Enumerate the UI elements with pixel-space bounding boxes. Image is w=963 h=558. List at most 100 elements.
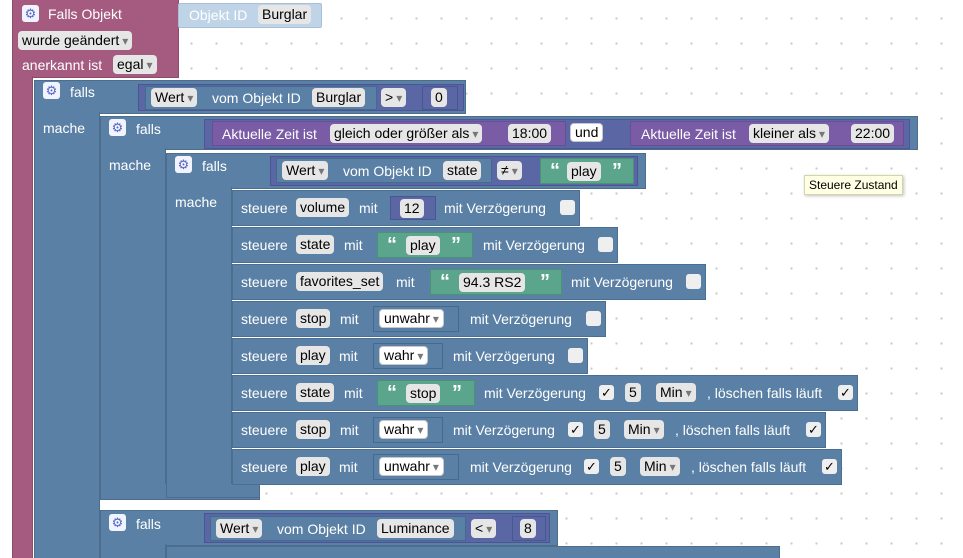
number-field[interactable]: 0 xyxy=(431,88,447,107)
value-dropdown[interactable]: Wert xyxy=(282,161,329,180)
delay-label: mit Verzögerung xyxy=(483,237,585,253)
ack-dropdown[interactable]: egal xyxy=(113,55,157,74)
close-quote-icon: ” xyxy=(612,160,622,182)
event-block-body-strip[interactable] xyxy=(12,76,33,558)
delay-label: mit Verzögerung xyxy=(484,385,586,401)
time-operator-dropdown-1[interactable]: gleich oder größer als xyxy=(330,124,483,143)
object-field[interactable]: stop xyxy=(296,420,331,439)
mit-label: mit xyxy=(344,237,363,253)
object-field[interactable]: play xyxy=(296,457,330,476)
text-field[interactable]: stop xyxy=(406,384,441,403)
time-value-field-2[interactable]: 22:00 xyxy=(851,124,895,143)
if-block-luminance-spine[interactable] xyxy=(100,544,166,558)
object-field[interactable]: state xyxy=(296,235,335,254)
operator-dropdown[interactable]: ≠ xyxy=(497,161,522,180)
gear-icon[interactable]: ⚙ xyxy=(43,82,60,99)
object-field[interactable]: state xyxy=(296,383,335,402)
object-field-state[interactable]: state xyxy=(443,161,482,180)
mit-label: mit xyxy=(339,459,358,475)
boolean-dropdown[interactable]: unwahr xyxy=(379,457,444,476)
delay-value-field[interactable]: 5 xyxy=(625,383,641,402)
partial-block-below[interactable] xyxy=(166,546,780,558)
time-value-field-1[interactable]: 18:00 xyxy=(508,124,552,143)
text-field[interactable]: play xyxy=(406,236,440,255)
mit-label: mit xyxy=(396,274,415,290)
object-id-field[interactable]: Burglar xyxy=(258,5,312,24)
text-field[interactable]: play xyxy=(567,162,601,181)
mit-label: mit xyxy=(359,200,378,216)
gear-icon[interactable]: ⚙ xyxy=(109,514,126,531)
clear-checkbox[interactable]: ✓ xyxy=(838,385,853,400)
mache-label: mache xyxy=(109,157,152,173)
object-field[interactable]: favorites_set xyxy=(296,272,384,291)
delay-checkbox[interactable]: ✓ xyxy=(584,459,599,474)
control-block-state-stop[interactable] xyxy=(232,375,858,411)
delay-value-field[interactable]: 5 xyxy=(594,420,610,439)
object-id-label: Objekt ID xyxy=(189,7,248,23)
steuere-label: steuere xyxy=(241,311,288,327)
condition-dropdown[interactable]: wurde geändert xyxy=(18,31,133,50)
delay-unit-dropdown[interactable]: Min xyxy=(640,457,680,476)
steuere-label: steuere xyxy=(241,200,288,216)
delay-value-field[interactable]: 5 xyxy=(610,457,626,476)
if-block-state-spine[interactable] xyxy=(166,187,232,497)
delay-label: mit Verzögerung xyxy=(444,200,546,216)
delay-checkbox[interactable] xyxy=(560,200,575,215)
delay-label: mit Verzögerung xyxy=(453,348,555,364)
operator-dropdown[interactable]: < xyxy=(471,519,497,538)
operator-dropdown[interactable]: > xyxy=(381,88,407,107)
mache-label: mache xyxy=(175,194,218,210)
from-object-label: vom Objekt ID xyxy=(212,90,301,106)
delay-checkbox[interactable] xyxy=(598,237,613,252)
mache-label: mache xyxy=(43,120,86,136)
object-field[interactable]: volume xyxy=(296,198,350,217)
delay-checkbox[interactable] xyxy=(586,311,601,326)
control-block-stop-delayed[interactable] xyxy=(232,412,826,448)
boolean-dropdown[interactable]: wahr xyxy=(379,420,429,439)
clear-checkbox[interactable]: ✓ xyxy=(822,459,837,474)
delay-label: mit Verzögerung xyxy=(453,422,555,438)
falls-label: falls xyxy=(136,121,161,137)
object-field-luminance[interactable]: Luminance xyxy=(377,519,454,538)
value-dropdown[interactable]: Wert xyxy=(216,519,263,538)
close-quote-icon: ” xyxy=(540,271,550,293)
number-field[interactable]: 12 xyxy=(400,199,424,218)
delay-checkbox[interactable] xyxy=(568,348,583,363)
clear-checkbox[interactable]: ✓ xyxy=(806,422,821,437)
number-field[interactable]: 8 xyxy=(520,519,536,538)
mit-label: mit xyxy=(339,348,358,364)
boolean-dropdown[interactable]: wahr xyxy=(379,346,429,365)
delay-checkbox[interactable] xyxy=(686,274,701,289)
delay-checkbox[interactable]: ✓ xyxy=(599,385,614,400)
falls-label: falls xyxy=(136,516,161,532)
delay-checkbox[interactable]: ✓ xyxy=(568,422,583,437)
gear-icon[interactable]: ⚙ xyxy=(22,5,39,22)
object-field-burglar[interactable]: Burglar xyxy=(312,88,366,107)
gear-icon[interactable]: ⚙ xyxy=(109,119,126,136)
close-quote-icon: ” xyxy=(451,234,461,256)
steuere-label: steuere xyxy=(241,274,288,290)
time-label-2: Aktuelle Zeit ist xyxy=(641,126,736,142)
delay-label: mit Verzögerung xyxy=(470,459,572,475)
gear-icon[interactable]: ⚙ xyxy=(175,156,192,173)
logic-operator-dropdown[interactable]: und xyxy=(570,123,604,142)
steuere-label: steuere xyxy=(241,459,288,475)
object-field[interactable]: stop xyxy=(296,309,331,328)
tooltip: Steuere Zustand xyxy=(804,175,903,195)
boolean-dropdown[interactable]: unwahr xyxy=(379,309,444,328)
mit-label: mit xyxy=(344,385,363,401)
value-dropdown[interactable]: Wert xyxy=(151,88,198,107)
delay-unit-dropdown[interactable]: Min xyxy=(656,383,696,402)
delay-label: mit Verzögerung xyxy=(571,274,673,290)
if-block-state-bottom[interactable] xyxy=(166,484,260,498)
mit-label: mit xyxy=(340,422,359,438)
if-block-time-spine[interactable] xyxy=(100,148,166,500)
delay-label: mit Verzögerung xyxy=(470,311,572,327)
delay-unit-dropdown[interactable]: Min xyxy=(624,420,664,439)
if-block-burglar-spine[interactable] xyxy=(34,112,100,558)
clear-label: , löschen falls läuft xyxy=(675,422,791,438)
text-field[interactable]: 94.3 RS2 xyxy=(459,273,526,292)
object-field[interactable]: play xyxy=(296,346,330,365)
control-block-play-delayed[interactable] xyxy=(232,449,842,485)
time-operator-dropdown-2[interactable]: kleiner als xyxy=(749,124,830,143)
